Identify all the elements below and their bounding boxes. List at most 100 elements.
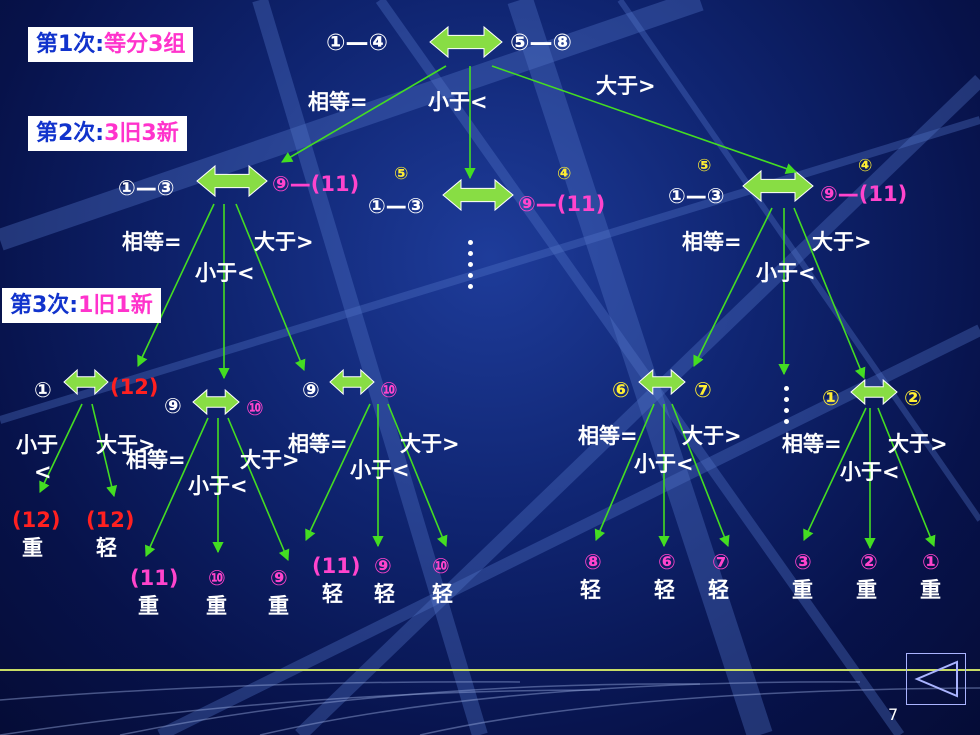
- relation-eq: 相等=: [122, 230, 182, 254]
- coin-10: ⑩: [380, 378, 398, 402]
- coins-1-3: ①—③: [368, 194, 425, 218]
- relation-lt: 小于<: [756, 261, 816, 285]
- step-lead: 第2次:: [36, 121, 105, 146]
- result-coin: ③: [794, 550, 812, 574]
- result-coin: (12): [12, 508, 61, 532]
- relation-gt: 大于>: [812, 230, 872, 254]
- relation-lt: 小于<: [195, 261, 255, 285]
- step-box-1: 第1次:等分3组: [28, 27, 194, 63]
- coin-9: ⑨: [302, 378, 320, 402]
- tree-arrow: [305, 403, 371, 542]
- coins-1-3: ①—③: [668, 184, 725, 208]
- relation-lt: 小于<: [428, 90, 488, 114]
- tree-arrow: [91, 403, 118, 498]
- step-text: 3旧3新: [104, 121, 179, 146]
- coin-5: ⑤: [697, 156, 712, 176]
- relation-gt: 大于>: [888, 432, 948, 456]
- relation-lt: 小于<: [350, 458, 410, 482]
- balance-scale-icon: [196, 164, 268, 198]
- balance-scale-icon: [192, 388, 240, 416]
- result-coin: ⑦: [712, 550, 730, 574]
- result-coin: (11): [312, 554, 361, 578]
- result-light: 轻: [96, 536, 117, 560]
- tree-arrow: [387, 403, 448, 548]
- step-box-3: 第3次:1旧1新: [2, 288, 161, 324]
- result-coin: (11): [130, 566, 179, 590]
- result-coin: ⑨: [270, 566, 288, 590]
- result-light: 轻: [708, 578, 729, 602]
- back-triangle-icon: [914, 660, 958, 698]
- result-light: 轻: [580, 578, 601, 602]
- relation-lt: 小于<: [188, 474, 248, 498]
- coins-9-11: ⑨—(11): [820, 182, 908, 206]
- relation-gt: 大于>: [682, 424, 742, 448]
- relation-eq: 相等=: [308, 90, 368, 114]
- balance-scale-icon: [742, 169, 814, 203]
- result-heavy: 重: [138, 594, 159, 618]
- balance-scale-icon: [850, 378, 898, 406]
- coin-6: ⑥: [612, 378, 630, 402]
- tree-arrow: [877, 407, 936, 548]
- relation-lt-top: 小于: [16, 433, 58, 457]
- result-heavy: 重: [206, 594, 227, 618]
- tree-arrow: [235, 203, 306, 372]
- result-heavy: 重: [920, 578, 941, 602]
- tree-arrow: [137, 203, 215, 368]
- result-coin: ⑨: [374, 554, 392, 578]
- relation-gt: 大于>: [400, 432, 460, 456]
- result-heavy: 重: [268, 594, 289, 618]
- balance-scale-icon: [638, 368, 686, 396]
- result-light: 轻: [432, 582, 453, 606]
- relation-eq: 相等=: [682, 230, 742, 254]
- result-light: 轻: [374, 582, 395, 606]
- back-nav-button[interactable]: [906, 653, 966, 705]
- coin-9: ⑨: [164, 394, 182, 418]
- coin-10: ⑩: [246, 396, 264, 420]
- result-coin: ⑥: [658, 550, 676, 574]
- result-coin: ⑩: [432, 554, 450, 578]
- coins-1-4: ①—④: [326, 30, 388, 56]
- step-text: 1旧1新: [78, 293, 153, 318]
- relation-eq: 相等=: [578, 424, 638, 448]
- tree-arrow: [671, 403, 730, 548]
- coin-4: ④: [557, 164, 572, 184]
- balance-scale-icon: [429, 25, 503, 59]
- coin-12: (12): [110, 375, 159, 399]
- balance-scale-icon: [329, 368, 375, 396]
- tree-arrow: [281, 65, 447, 163]
- result-heavy: 重: [856, 578, 877, 602]
- coin-7: ⑦: [694, 378, 712, 402]
- relation-gt: 大于>: [240, 448, 300, 472]
- step-lead: 第1次:: [36, 32, 105, 57]
- coins-9-11: ⑨—(11): [272, 172, 360, 196]
- result-coin: ⑧: [584, 550, 602, 574]
- coin-4: ④: [858, 156, 873, 176]
- relation-gt: 大于>: [596, 74, 656, 98]
- tree-arrow: [793, 207, 866, 380]
- ellipsis-dots: [784, 386, 790, 430]
- relation-eq: 相等=: [126, 448, 186, 472]
- result-heavy: 重: [22, 536, 43, 560]
- result-coin: (12): [86, 508, 135, 532]
- result-light: 轻: [654, 578, 675, 602]
- coin-2: ②: [904, 386, 922, 410]
- relation-lt: 小于<: [840, 460, 900, 484]
- coin-1: ①: [34, 378, 52, 402]
- coins-1-3: ①—③: [118, 176, 175, 200]
- relation-eq: 相等=: [782, 432, 842, 456]
- result-coin: ②: [860, 550, 878, 574]
- page-number: 7: [888, 705, 899, 724]
- relation-lt: 小于<: [634, 452, 694, 476]
- tree-arrow: [803, 407, 867, 542]
- tree-arrow: [39, 403, 83, 494]
- coin-5: ⑤: [394, 164, 409, 184]
- tree-arrow: [594, 403, 655, 542]
- result-coin: ⑩: [208, 566, 226, 590]
- balance-scale-icon: [63, 368, 109, 396]
- coins-9-11: ⑨—(11): [518, 192, 606, 216]
- result-light: 轻: [322, 582, 343, 606]
- relation-lt-bottom: <: [34, 460, 52, 484]
